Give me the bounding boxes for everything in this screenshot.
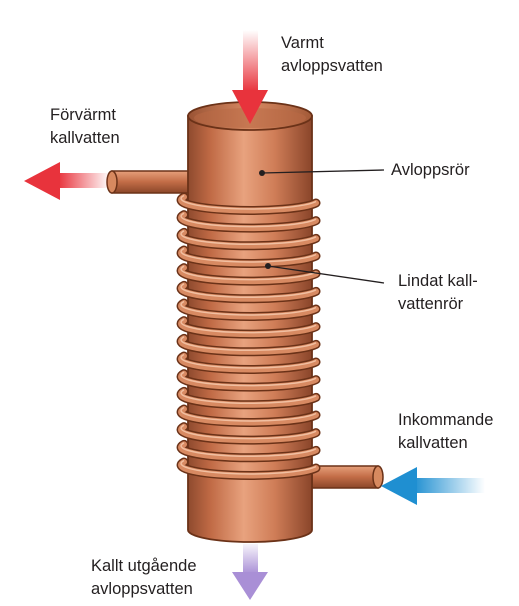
coil-turn-highlight	[178, 211, 319, 232]
coil-turn-highlight	[178, 441, 319, 461]
coil-turn-highlight	[178, 264, 319, 285]
coil-turn-highlight	[178, 353, 319, 373]
preheated-label-line2: kallvatten	[50, 129, 120, 147]
coil-turn-shine	[180, 247, 317, 263]
hot-waste-inflow-arrow	[232, 30, 268, 124]
drain-pipe-leader-dot	[259, 170, 265, 176]
coil-turn-shine	[180, 212, 317, 228]
coil-leader	[267, 265, 385, 284]
coil-turn-highlight	[178, 282, 319, 302]
coil-turn-shine	[180, 194, 317, 210]
coil-turn-highlight	[178, 406, 319, 426]
coil-turn-highlight	[178, 247, 319, 267]
coil-turn-shine	[180, 424, 317, 440]
coil-turn-shine	[180, 336, 317, 352]
coil-turn-highlight	[178, 370, 319, 391]
cold-inlet-pipe	[311, 465, 384, 489]
coil-turn-highlight	[178, 317, 319, 338]
cold-inflow-arrow	[381, 467, 485, 505]
drain-pipe-leader	[261, 169, 385, 174]
coil-turn-shine	[180, 318, 317, 334]
coil-label-line2: vattenrör	[398, 295, 464, 313]
coil-turn-shine	[180, 442, 317, 458]
hot-waste-label-line1: Varmt	[281, 34, 324, 52]
coil-turn-shine	[180, 230, 317, 246]
coil-turn-highlight	[178, 300, 319, 320]
coil-turn-shine	[180, 371, 317, 387]
hot-waste-label-line2: avloppsvatten	[281, 57, 383, 75]
preheated-outlet-pipe	[106, 170, 193, 194]
cold-water-coil	[176, 192, 321, 480]
coil-turn-shine	[180, 459, 317, 475]
coil-turn-highlight	[178, 459, 319, 479]
coil-turn-highlight	[178, 229, 319, 249]
coil-turn-shine	[180, 265, 317, 281]
cold-waste-outflow-arrow	[232, 544, 268, 600]
coil-turn-shine	[180, 353, 317, 369]
coil-leader-dot	[265, 263, 271, 269]
coil-turn-highlight	[178, 423, 319, 444]
coil-turn-shine	[180, 300, 317, 316]
preheated-label-line1: Förvärmt	[50, 106, 116, 124]
coil-turn-highlight	[178, 388, 319, 408]
coil-turn-highlight	[178, 335, 319, 355]
coil-turn-shine	[180, 406, 317, 422]
cold-out-label-line2: avloppsvatten	[91, 580, 193, 598]
cold-in-label-line2: kallvatten	[398, 434, 468, 452]
cold-out-label-line1: Kallt utgående	[91, 557, 197, 575]
drain-pipe-label: Avloppsrör	[391, 161, 470, 179]
coil-label-line1: Lindat kall-	[398, 272, 478, 290]
cold-in-label-line1: Inkommande	[398, 411, 493, 429]
coil-turn-shine	[180, 283, 317, 299]
preheated-outflow-arrow	[24, 162, 110, 200]
coil-turn-highlight	[178, 194, 319, 214]
coil-turn-shine	[180, 389, 317, 405]
